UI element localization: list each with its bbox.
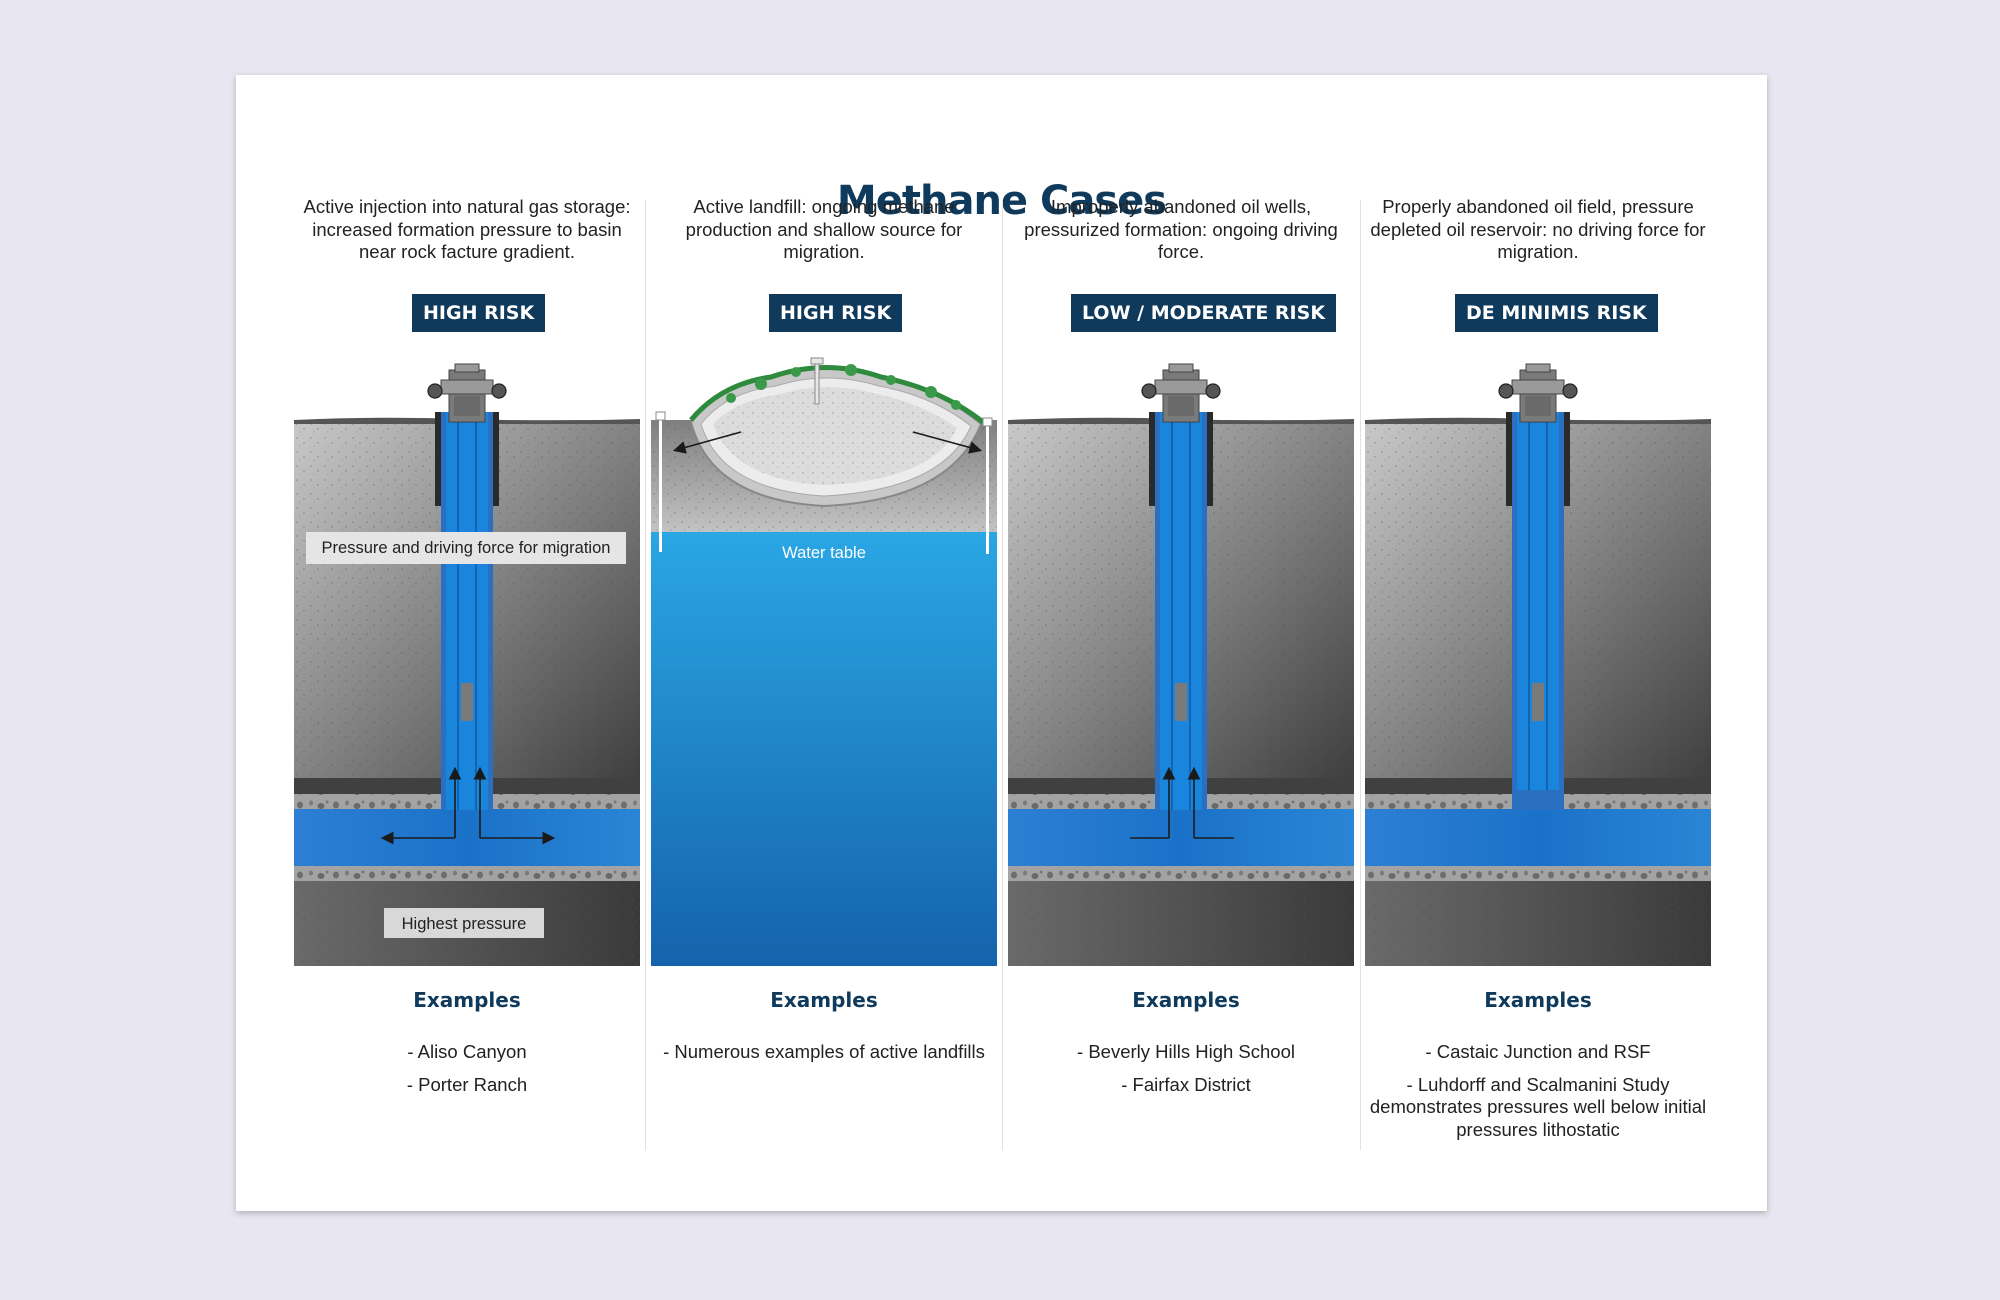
risk-badge: DE MINIMIS RISK [1455,294,1658,332]
column-dividers [645,200,1361,1150]
gas-migration-arrows [672,431,983,454]
example-item: - Aliso Canyon [407,1041,527,1062]
example-item: - Numerous examples of active landfills [663,1041,985,1062]
improperly-abandoned-well-diagram [1007,363,1355,967]
example-item: - Luhdorff and Scalmanini Study demonstr… [1369,1073,1707,1140]
water-table-label: Water table [782,544,866,562]
case-description: Improperly abandoned oil wells, pressuri… [1024,196,1338,262]
example-item: - Fairfax District [1121,1073,1251,1095]
examples-heading: Examples [1484,988,1592,1012]
case-description: Active injection into natural gas storag… [303,196,631,262]
risk-badge: HIGH RISK [412,294,546,332]
injection-well-diagram: Pressure and driving force for migration… [293,363,641,967]
examples-heading: Examples [1132,988,1240,1012]
leak-arrows [1130,766,1234,839]
case-description: Active landfill: ongoing methane product… [685,196,963,262]
pressure-label: Pressure and driving force for migration [322,539,611,557]
example-item: - Beverly Hills High School [1077,1041,1295,1062]
examples-list: - Aliso Canyon - Porter Ranch [297,1041,637,1106]
examples-list: - Beverly Hills High School - Fairfax Di… [1016,1041,1356,1106]
example-item: - Porter Ranch [406,1073,528,1095]
highest-pressure-box [384,908,544,938]
examples-list: - Castaic Junction and RSF - Luhdorff an… [1368,1041,1708,1151]
examples-list: - Numerous examples of active landfills [654,1041,994,1074]
risk-badge: LOW / MODERATE RISK [1071,294,1337,332]
migration-arrows [380,766,556,845]
risk-badge: HIGH RISK [769,294,903,332]
highest-pressure-label: Highest pressure [402,915,527,933]
example-item: - Castaic Junction and RSF [1425,1041,1651,1062]
case-description: Properly abandoned oil field, pressure d… [1370,196,1706,262]
properly-abandoned-well-diagram [1364,363,1712,967]
examples-heading: Examples [770,988,878,1012]
groundwater [651,532,997,966]
pressure-label-box [306,532,626,564]
vegetation [726,364,961,410]
landfill-diagram: Water table [651,357,997,966]
examples-heading: Examples [413,988,521,1012]
